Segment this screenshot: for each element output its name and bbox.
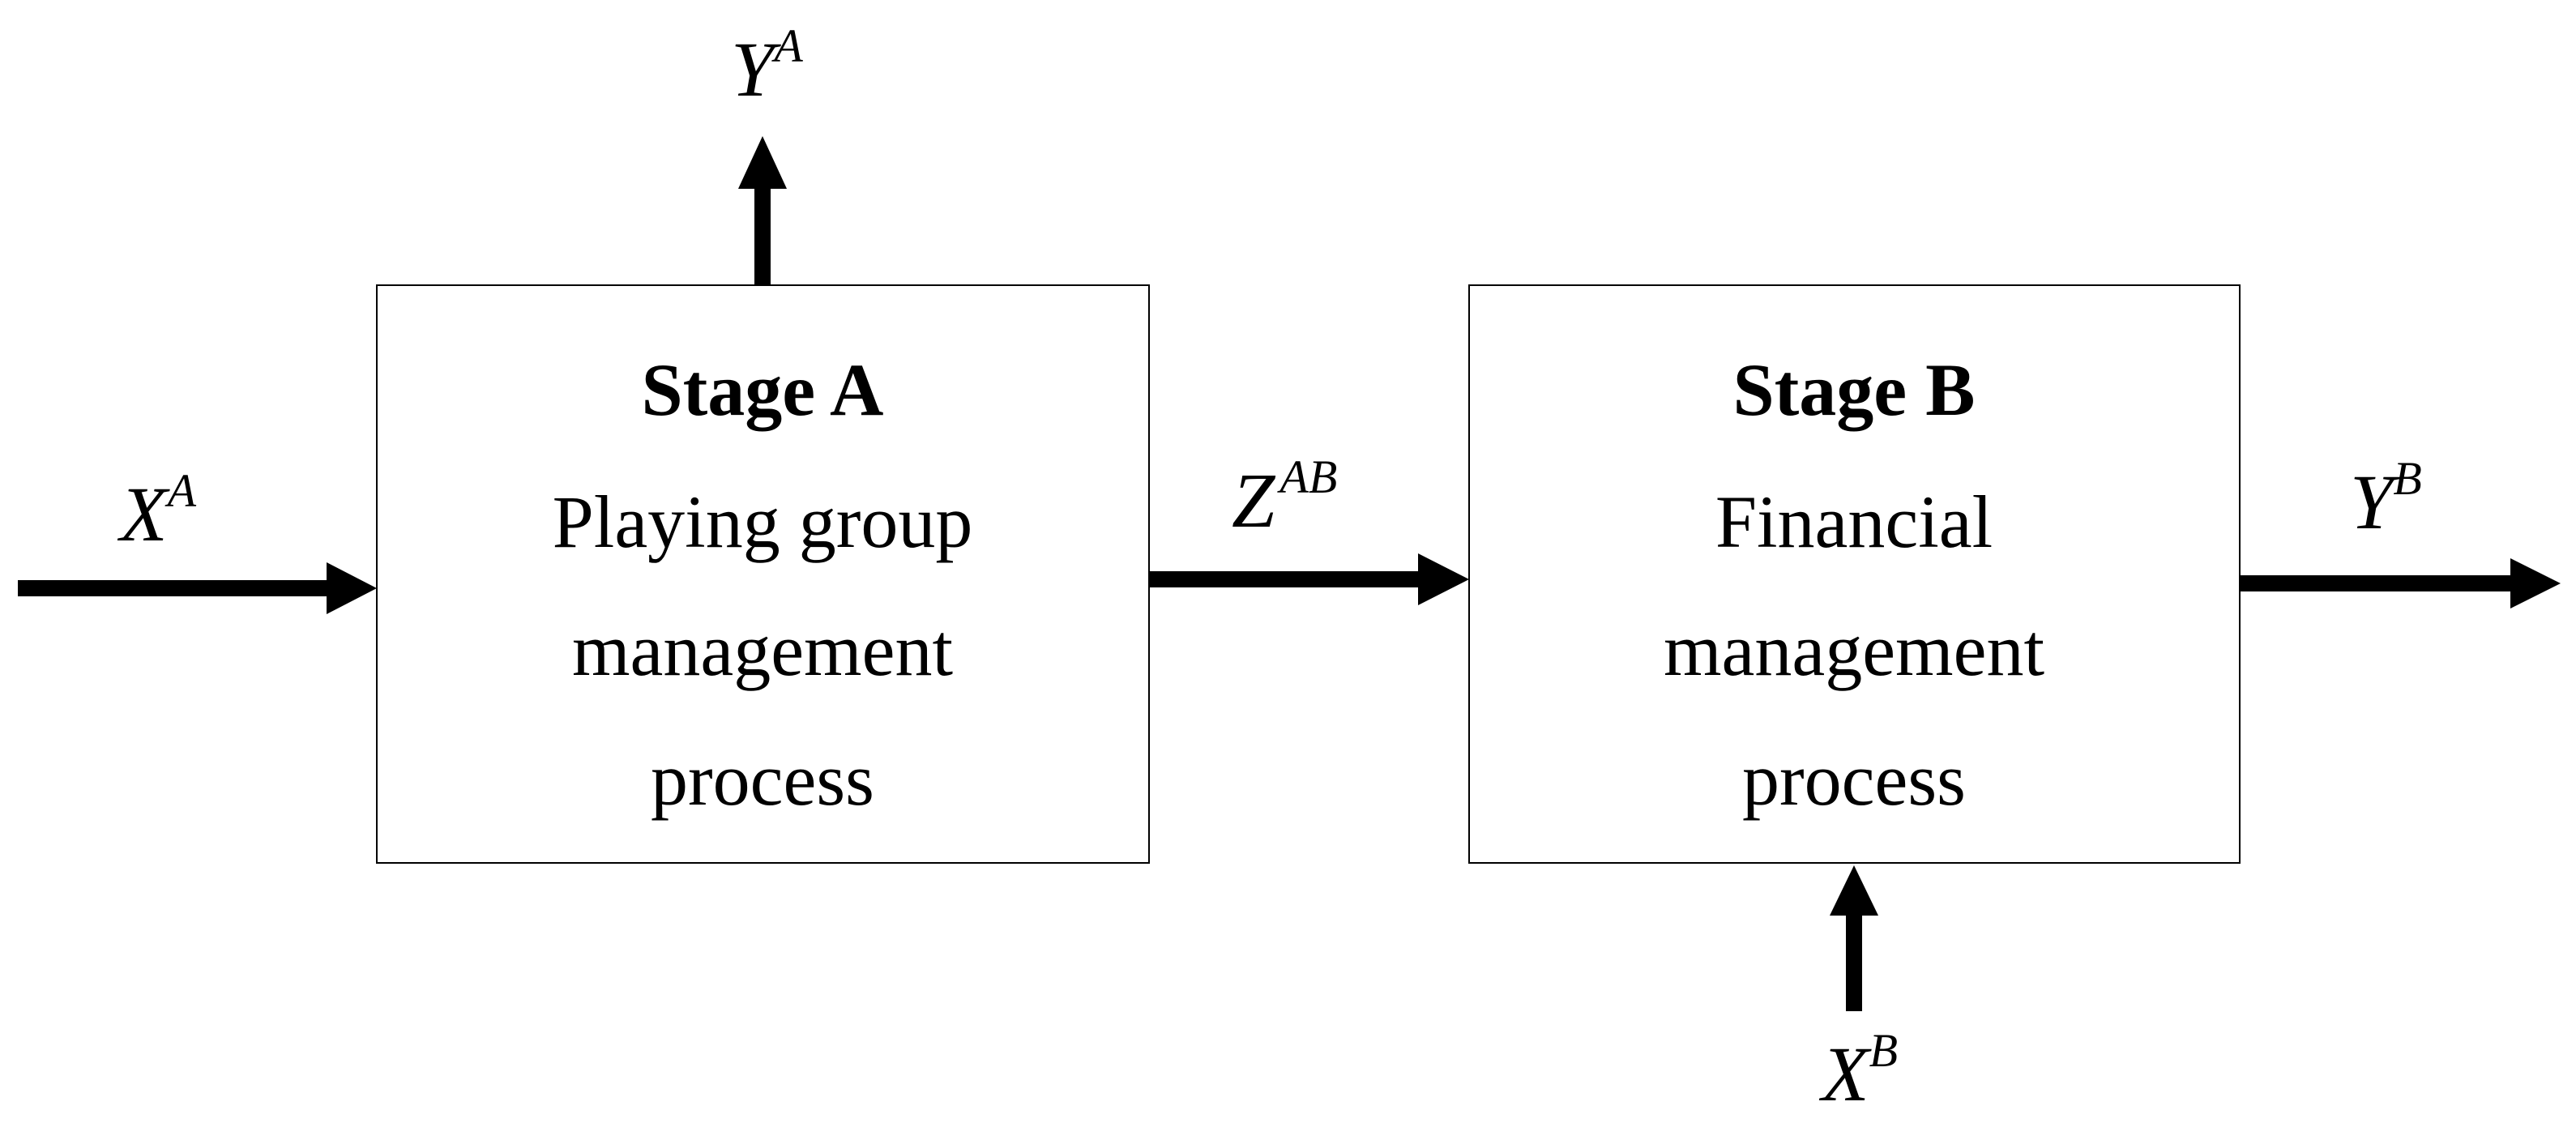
stage-b-line-1: Financial xyxy=(1715,480,1993,563)
stage-a-box: Stage A Playing group management process xyxy=(376,284,1150,864)
stage-a-line-2: management xyxy=(572,608,953,691)
label-yb: YB xyxy=(2350,452,2422,545)
label-xa: XA xyxy=(117,464,197,557)
stage-b-title: Stage B xyxy=(1733,348,1976,431)
stage-b-line-2: management xyxy=(1664,608,2044,691)
arrow-ya-output xyxy=(738,136,787,285)
arrow-xb-input xyxy=(1830,865,1878,1011)
arrow-zab-intermediate xyxy=(1149,553,1469,605)
stage-b-box: Stage B Financial management process xyxy=(1468,284,2241,864)
stage-a-line-1: Playing group xyxy=(553,480,973,563)
arrow-xa-input xyxy=(18,562,377,614)
arrow-yb-output xyxy=(2240,558,2561,608)
stage-a-title: Stage A xyxy=(642,348,884,431)
stage-b-line-3: process xyxy=(1742,738,1966,821)
label-ya: YA xyxy=(731,19,803,113)
label-xb: XB xyxy=(1818,1024,1898,1117)
stage-a-line-3: process xyxy=(651,738,874,821)
